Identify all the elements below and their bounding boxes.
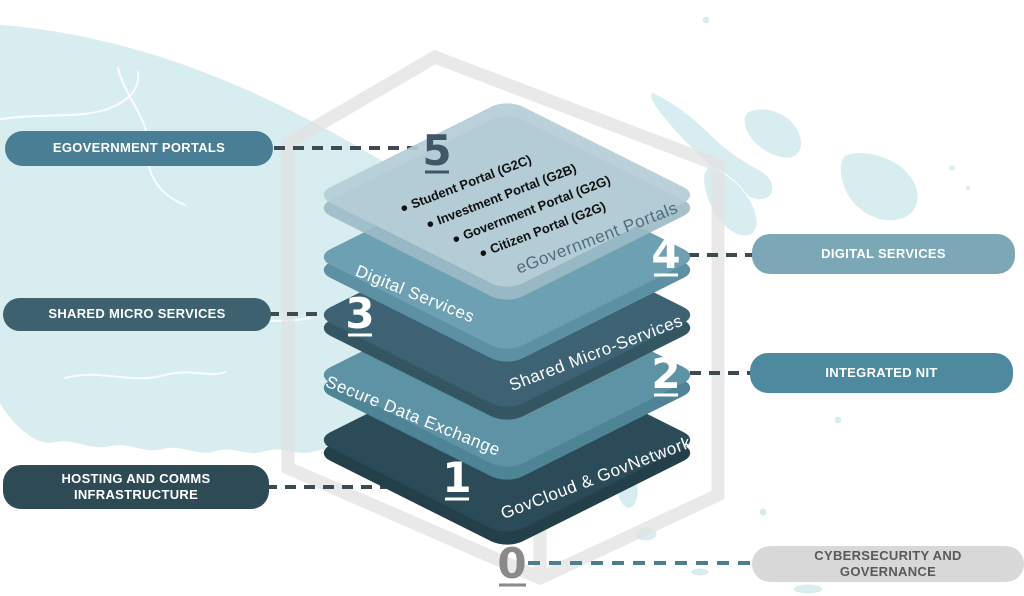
pill-egovernment-portals: EGOVERNMENT PORTALS	[5, 131, 273, 166]
pill-digital-services: DIGITAL SERVICES	[752, 234, 1015, 274]
layer-egovernment-portals: ●Student Portal (G2C) ●Investment Portal…	[323, 103, 691, 300]
base-level-zero: 0	[497, 539, 526, 588]
pill-label: EGOVERNMENT PORTALS	[52, 140, 226, 156]
pill-label: DIGITAL SERVICES	[821, 245, 946, 261]
base-level-number: 0	[497, 539, 526, 588]
pill-label: HOSTING AND COMMS INFRASTRUCTURE	[61, 470, 211, 502]
pill-hosting-and-comms-infrastructure: HOSTING AND COMMS INFRASTRUCTURE	[3, 465, 269, 509]
layer-egovernment-portals-number: 5	[422, 126, 451, 175]
layer-secure-data-exchange-number: 2	[651, 349, 680, 398]
pill-label: SHARED MICRO SERVICES	[48, 306, 226, 322]
pill-label: INTEGRATED NIT	[825, 364, 938, 380]
layer-egovernment-portals-face	[323, 103, 691, 287]
pill-cybersecurity-and-governance: CYBERSECURITY AND GOVERNANCE	[752, 546, 1024, 582]
pill-integrated-nit: INTEGRATED NIT	[750, 353, 1013, 393]
pill-label: CYBERSECURITY AND GOVERNANCE	[814, 547, 962, 579]
layer-digital-services-number: 4	[651, 229, 680, 278]
map-islands	[586, 15, 971, 595]
pill-shared-micro-services: SHARED MICRO SERVICES	[3, 298, 271, 331]
